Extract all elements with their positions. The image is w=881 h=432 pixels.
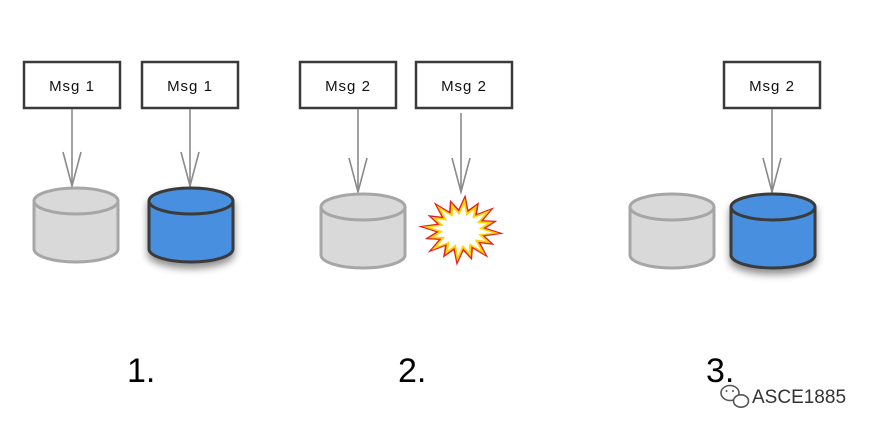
step-label: 2. xyxy=(398,352,426,390)
database-blue xyxy=(147,186,235,264)
scenario-1: Msg 1 Msg 1 1. xyxy=(22,60,240,390)
explosion-icon xyxy=(418,194,504,266)
database-gray xyxy=(32,186,120,264)
scenario-2: Msg 2 Msg 2 2. xyxy=(298,60,514,390)
arrow-1 xyxy=(348,109,368,196)
arrow-1 xyxy=(762,109,782,196)
scenario-3: Msg 2 3. xyxy=(628,60,822,390)
arrow-1 xyxy=(62,109,82,190)
watermark: ASCE1885 xyxy=(720,384,846,408)
step-label: 3. xyxy=(706,352,734,390)
message-label: Msg 2 xyxy=(749,78,795,95)
message-box-2: Msg 2 xyxy=(414,60,514,110)
message-box-2: Msg 1 xyxy=(140,60,240,110)
message-label: Msg 1 xyxy=(167,78,213,95)
message-box-1: Msg 2 xyxy=(298,60,398,110)
database-gray xyxy=(628,192,716,270)
wechat-icon xyxy=(720,384,750,408)
message-label: Msg 2 xyxy=(325,78,371,95)
message-box-1: Msg 2 xyxy=(722,60,822,110)
message-label: Msg 2 xyxy=(441,78,487,95)
message-label: Msg 1 xyxy=(49,78,95,95)
arrow-2 xyxy=(451,113,471,196)
step-label: 1. xyxy=(127,352,155,390)
message-box-1: Msg 1 xyxy=(22,60,122,110)
watermark-text: ASCE1885 xyxy=(752,387,846,408)
database-blue xyxy=(729,192,817,270)
database-gray xyxy=(319,192,407,270)
arrow-2 xyxy=(180,109,200,190)
